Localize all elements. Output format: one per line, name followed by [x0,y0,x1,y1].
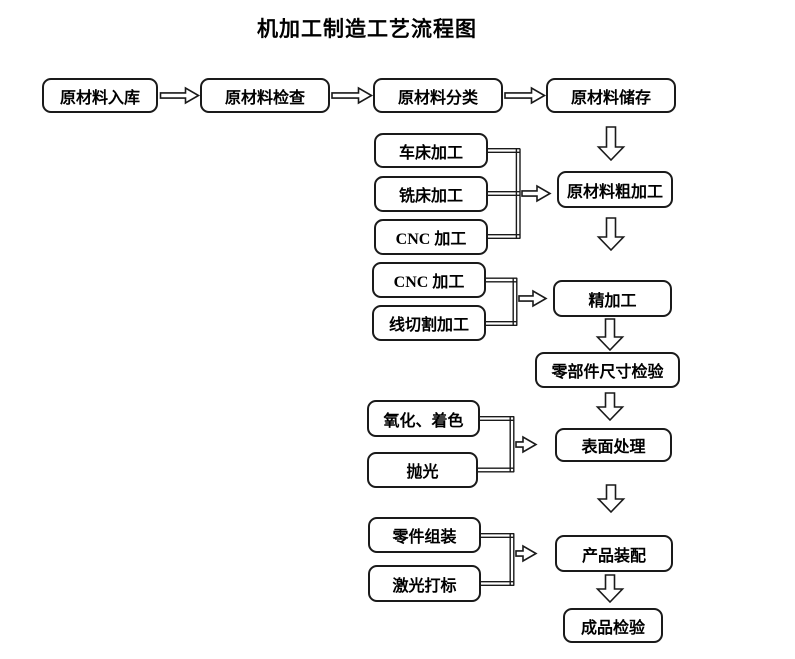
node-wire-cut-machining: 线切割加工 [372,305,486,341]
node-raw-material-inspection: 原材料检查 [200,78,330,113]
node-parts-assembly: 零件组装 [368,517,481,553]
node-oxidation-coloring: 氧化、着色 [367,400,480,437]
flow-arrow-right [521,184,552,203]
node-laser-marking: 激光打标 [368,565,481,602]
node-fine-machining: 精加工 [553,280,672,317]
flow-arrow-down [596,126,626,162]
flow-arrow-down [595,392,625,422]
node-raw-material-sorting: 原材料分类 [373,78,503,113]
node-raw-material-inbound: 原材料入库 [42,78,158,113]
node-lathe-machining: 车床加工 [374,133,488,168]
flow-arrow-right [504,86,547,105]
flow-arrow-down [596,484,626,514]
node-surface-treatment: 表面处理 [555,428,672,462]
node-product-assembly: 产品装配 [555,535,673,572]
node-milling-machining: 铣床加工 [374,176,488,212]
flow-arrow-right [159,86,201,105]
flow-arrow-right [515,544,538,563]
node-polishing: 抛光 [367,452,478,488]
flow-arrow-right [518,289,548,308]
diagram-title: 机加工制造工艺流程图 [257,17,477,41]
node-raw-material-storage: 原材料储存 [546,78,676,113]
flow-arrow-right [515,435,538,454]
node-part-dimension-inspection: 零部件尺寸检验 [535,352,680,388]
node-rough-machining: 原材料粗加工 [557,171,673,208]
flow-arrow-down [596,217,626,252]
node-cnc-machining-1: CNC 加工 [374,219,488,255]
flow-arrow-down [595,574,625,604]
node-finished-product-inspection: 成品检验 [563,608,663,643]
node-cnc-machining-2: CNC 加工 [372,262,486,298]
flow-arrow-right [331,86,374,105]
flow-arrow-down [595,318,625,352]
